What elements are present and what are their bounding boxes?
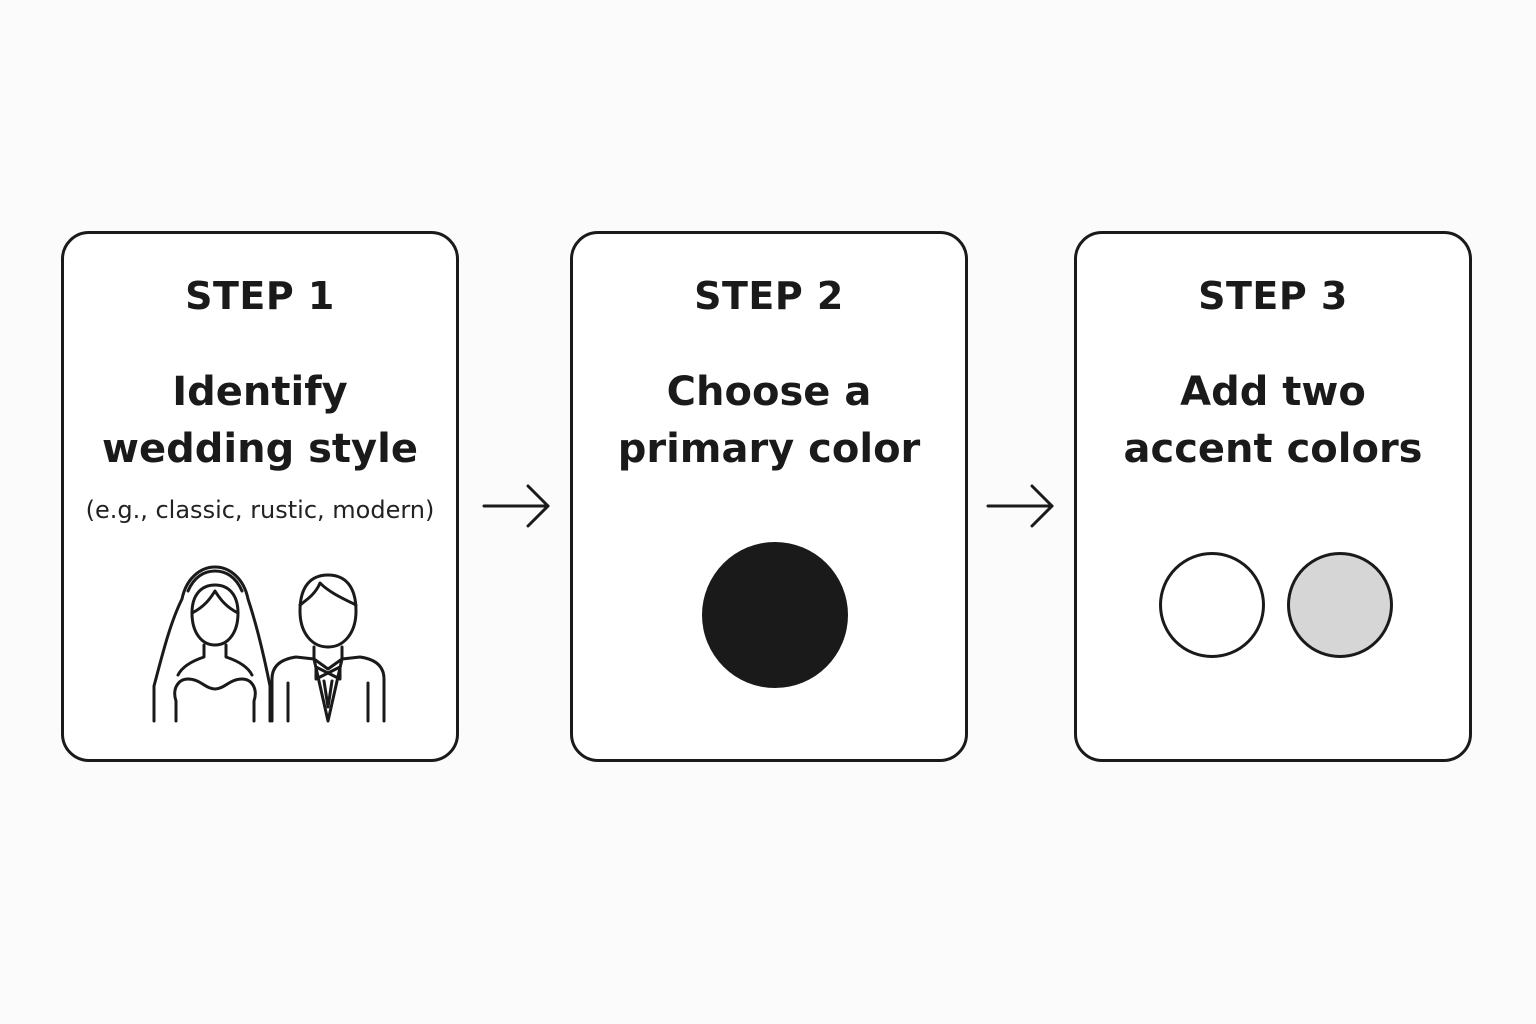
- step-2-card: STEP 2 Choose a primary color: [570, 231, 968, 762]
- bride-groom-icon: [152, 565, 386, 723]
- arrow-right-icon: [986, 484, 1054, 528]
- step-1-title-line-1: Identify: [172, 369, 348, 415]
- step-1-subtitle: (e.g., classic, rustic, modern): [85, 496, 435, 524]
- step-3-title: Add two accent colors: [1077, 364, 1469, 478]
- step-1-card: STEP 1 Identify wedding style (e.g., cla…: [61, 231, 459, 762]
- step-2-title: Choose a primary color: [573, 364, 965, 478]
- arrow-right-icon: [482, 484, 550, 528]
- step-3-title-line-1: Add two: [1180, 369, 1366, 415]
- step-1-title: Identify wedding style: [64, 364, 456, 478]
- primary-color-swatch: [702, 542, 848, 688]
- step-3-label: STEP 3: [1198, 274, 1348, 318]
- accent-color-swatch-2: [1287, 552, 1393, 658]
- step-2-label: STEP 2: [694, 274, 844, 318]
- step-1-title-line-2: wedding style: [102, 426, 418, 472]
- step-3-card: STEP 3 Add two accent colors: [1074, 231, 1472, 762]
- step-3-title-line-2: accent colors: [1123, 426, 1423, 472]
- step-2-title-line-2: primary color: [617, 426, 921, 472]
- accent-color-swatch-1: [1159, 552, 1265, 658]
- step-2-title-line-1: Choose a: [666, 369, 872, 415]
- step-1-label: STEP 1: [185, 274, 335, 318]
